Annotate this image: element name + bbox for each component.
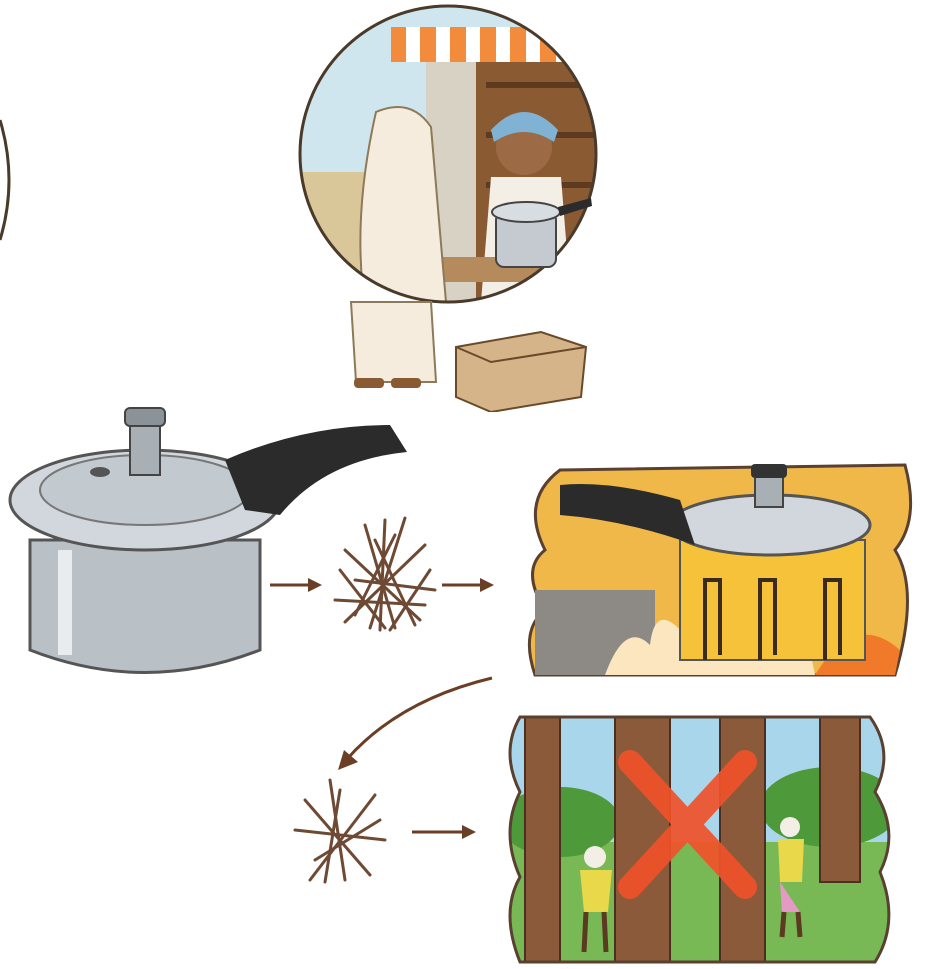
arrow-3 — [410, 822, 480, 842]
arrow-1 — [268, 575, 324, 595]
small-firewood-pile — [325, 510, 445, 640]
firewood-icon — [335, 518, 435, 630]
cooker-icon — [492, 198, 592, 267]
curved-arrow — [330, 670, 500, 780]
partial-circle-edge — [0, 110, 20, 250]
cooking-on-fire-scene — [515, 460, 920, 680]
less-firewood-pile — [285, 770, 395, 890]
firewood-icon — [295, 780, 385, 882]
shop-scene — [296, 2, 616, 412]
forest-scene — [500, 712, 902, 967]
arrow-2 — [440, 575, 496, 595]
